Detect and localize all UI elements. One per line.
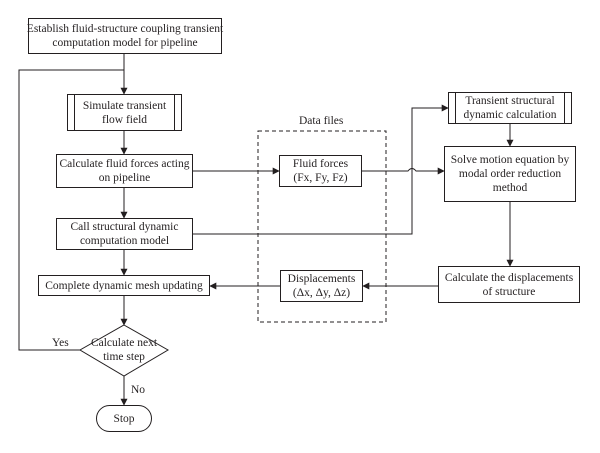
step-call-struct-line-2: computation model bbox=[79, 235, 170, 247]
stop-terminal: Stop bbox=[96, 405, 152, 432]
step-calc-displacements: Calculate the displacements of structure bbox=[438, 266, 580, 303]
step-simulate-line-2: flow field bbox=[101, 113, 148, 126]
step-call-struct-line-1: Call structural dynamic bbox=[70, 221, 179, 233]
step-mesh-update: Complete dynamic mesh updating bbox=[38, 275, 210, 296]
arrow-fluid-forces-to-solve bbox=[362, 167, 445, 175]
step-transient-line-1: Transient structural bbox=[465, 95, 555, 107]
step-simulate-flow: Simulate transient flow field bbox=[67, 94, 182, 131]
displacements-line-2: (Δx, Δy, Δz) bbox=[292, 287, 351, 299]
fluid-forces-line-2: (Fx, Fy, Fz) bbox=[293, 172, 348, 184]
step-establish-line-2: computation model for pipeline bbox=[52, 37, 198, 49]
data-files-region bbox=[257, 130, 387, 323]
step-solve-motion: Solve motion equation by modal order red… bbox=[444, 146, 576, 202]
step-calc-fluid-forces: Calculate fluid forces acting on pipelin… bbox=[56, 154, 193, 188]
decision-line-2: time step bbox=[103, 351, 145, 363]
step-simulate-line-1: Simulate transient bbox=[82, 99, 167, 112]
step-calc-forces-line-1: Calculate fluid forces acting bbox=[59, 158, 190, 170]
decision-yes-label: Yes bbox=[52, 337, 69, 349]
step-calc-forces-line-2: on pipeline bbox=[98, 172, 151, 184]
arrow-call-struct-to-transient bbox=[193, 104, 449, 235]
displacements-line-1: Displacements bbox=[287, 273, 356, 285]
step-transient-line-2: dynamic calculation bbox=[463, 109, 557, 121]
displacements-file: Displacements (Δx, Δy, Δz) bbox=[280, 270, 363, 302]
step-establish-line-1: Establish fluid-structure coupling trans… bbox=[26, 23, 224, 35]
fluid-forces-line-1: Fluid forces bbox=[292, 158, 349, 170]
step-solve-line-3: method bbox=[492, 182, 528, 194]
step-calc-disp-line-1: Calculate the displacements bbox=[444, 271, 574, 284]
step-calc-disp-line-2: of structure bbox=[482, 285, 536, 298]
decision-label: Calculate next time step bbox=[84, 336, 164, 364]
step-solve-line-1: Solve motion equation by bbox=[450, 154, 570, 166]
data-files-title: Data files bbox=[299, 115, 344, 127]
step-transient-structural: Transient structural dynamic calculation bbox=[448, 92, 572, 124]
step-mesh-line-1: Complete dynamic mesh updating bbox=[45, 279, 203, 292]
step-establish-model: Establish fluid-structure coupling trans… bbox=[26, 18, 224, 54]
step-solve-line-2: modal order reduction bbox=[458, 168, 562, 180]
step-call-structural-model: Call structural dynamic computation mode… bbox=[56, 218, 193, 250]
loop-yes-path bbox=[18, 69, 124, 351]
decision-line-1: Calculate next bbox=[90, 337, 158, 349]
fluid-forces-file: Fluid forces (Fx, Fy, Fz) bbox=[279, 155, 362, 187]
decision-diamond bbox=[79, 324, 169, 377]
stop-label: Stop bbox=[113, 412, 135, 425]
decision-no-label: No bbox=[131, 384, 146, 396]
